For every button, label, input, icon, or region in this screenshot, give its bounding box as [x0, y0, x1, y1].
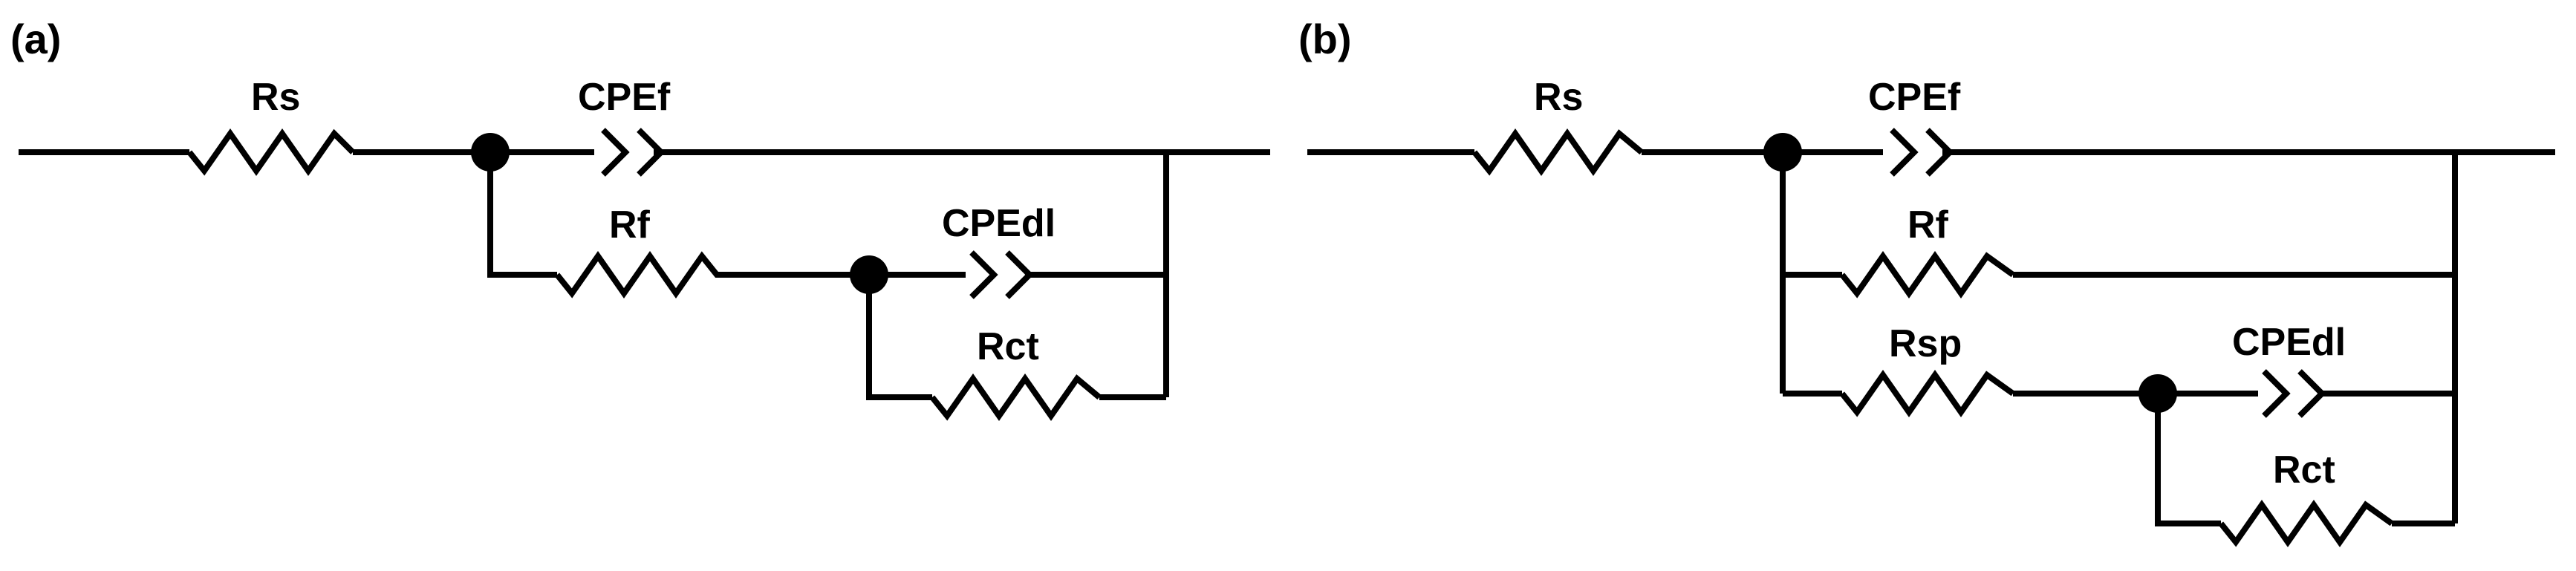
panel-a-rf-label: Rf [609, 203, 651, 247]
panel-a-rct-label: Rct [977, 325, 1039, 368]
panel-b-rf-resistor [1839, 251, 2015, 298]
panel-b-rct-resistor [2218, 500, 2394, 547]
panel-b-cpef-label: CPEf [1868, 76, 1961, 119]
panel-b-rsp-label: Rsp [1889, 322, 1962, 365]
panel-b-rf-label: Rf [1907, 203, 1949, 247]
panel-b-rct-label: Rct [2273, 448, 2335, 492]
panel-a-cpedl-element [969, 250, 1034, 299]
panel-a-rct-resistor [929, 373, 1102, 421]
panel-b-cpedl-label: CPEdl [2232, 321, 2346, 364]
panel-a-cpef-element [601, 128, 666, 177]
panel-b-cpedl-element [2262, 369, 2326, 418]
panel-b-rs-label: Rs [1534, 76, 1583, 119]
panel-b-rs-resistor [1471, 128, 1644, 176]
panel-b: (b) Rs CPEf Rf Rsp [1298, 16, 2555, 547]
panel-a-rct-wire [866, 275, 1166, 400]
panel-a-cpedl-label: CPEdl [942, 202, 1056, 245]
panel-a-label: (a) [10, 16, 61, 62]
panel-a: (a) Rs CPEf Rf CPEdl Rct [10, 16, 1270, 421]
panel-a-rs-label: Rs [251, 76, 300, 119]
panel-b-label: (b) [1298, 16, 1352, 62]
panel-a-rf-resistor [554, 251, 732, 298]
panel-b-rct-wire [2155, 394, 2455, 526]
panel-a-rf-wire [487, 152, 869, 278]
panel-b-rsp-resistor [1839, 370, 2015, 417]
panel-b-cpef-element [1890, 128, 1954, 177]
panel-a-rs-resistor [186, 128, 355, 176]
panel-a-cpef-label: CPEf [578, 76, 671, 119]
